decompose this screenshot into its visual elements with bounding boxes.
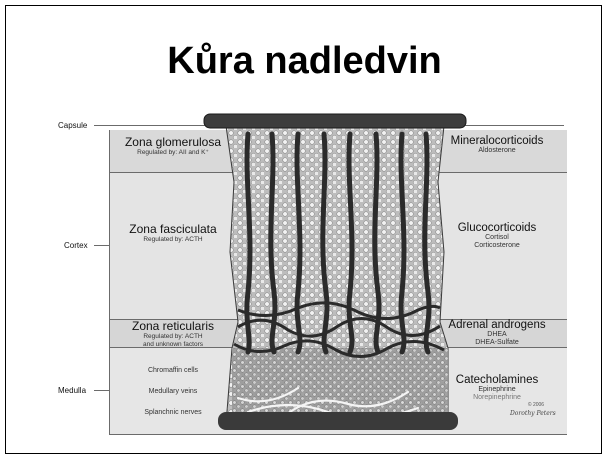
copyright-note: © 2006	[516, 402, 556, 408]
tissue-illustration	[48, 112, 564, 438]
adrenal-diagram: Capsule Cortex Medulla Zona glomerulosa …	[48, 112, 564, 438]
slide-title: Kůra nadledvin	[0, 40, 609, 83]
artist-signature: Dorothy Peters	[510, 410, 560, 417]
